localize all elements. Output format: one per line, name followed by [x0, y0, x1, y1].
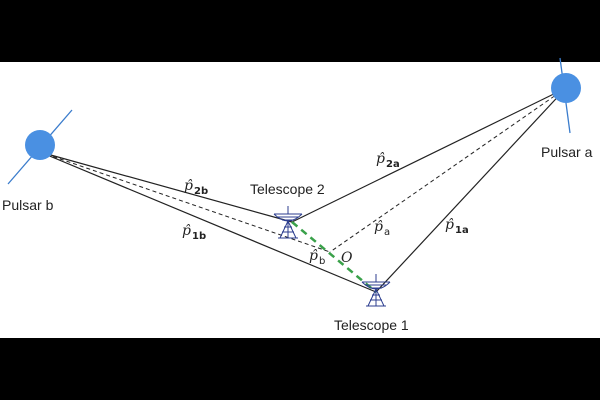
svg-text:1a: 1a — [455, 225, 469, 236]
svg-text:2a: 2a — [386, 159, 400, 170]
diagram-canvas — [0, 62, 600, 338]
vector-label-pb: p̂ b — [309, 248, 325, 267]
svg-text:1b: 1b — [192, 231, 206, 242]
svg-text:p̂: p̂ — [376, 151, 385, 167]
telescope-baseline — [291, 221, 377, 293]
vector-label-pa: p̂ a — [374, 219, 390, 238]
line-pulsar-b-telescope-2 — [39, 151, 293, 223]
dashed-line-pulsar-a-origin — [329, 87, 567, 253]
vector-label-p2a: p̂ 2a — [376, 151, 400, 170]
svg-text:p̂: p̂ — [184, 178, 193, 194]
line-pulsar-a-telescope-2 — [291, 87, 567, 223]
vector-label-p2b: p̂ 2b — [184, 178, 208, 197]
origin-label: O — [341, 250, 353, 266]
svg-text:b: b — [319, 256, 325, 267]
svg-text:a: a — [384, 227, 390, 238]
pulsar-b-label: Pulsar b — [2, 197, 54, 213]
telescope-2-icon — [273, 206, 303, 239]
vector-label-p1a: p̂ 1a — [445, 217, 469, 236]
bottom-letterbox — [0, 338, 600, 400]
pulsar-a-label: Pulsar a — [541, 144, 593, 160]
line-pulsar-a-telescope-1 — [375, 87, 567, 293]
svg-text:2b: 2b — [194, 186, 208, 197]
svg-text:p̂: p̂ — [182, 223, 191, 239]
top-letterbox — [0, 0, 600, 62]
vector-label-p1b: p̂ 1b — [182, 223, 206, 242]
svg-text:p̂: p̂ — [374, 219, 383, 235]
telescope-2-label: Telescope 2 — [250, 181, 325, 197]
line-pulsar-b-telescope-1 — [39, 151, 377, 293]
svg-text:p̂: p̂ — [309, 248, 318, 264]
telescope-1-label: Telescope 1 — [334, 317, 409, 333]
pulsar-a-icon — [551, 57, 581, 134]
telescope-1-icon — [361, 274, 391, 307]
svg-text:p̂: p̂ — [445, 217, 454, 233]
pulsar-b-icon — [7, 109, 73, 185]
